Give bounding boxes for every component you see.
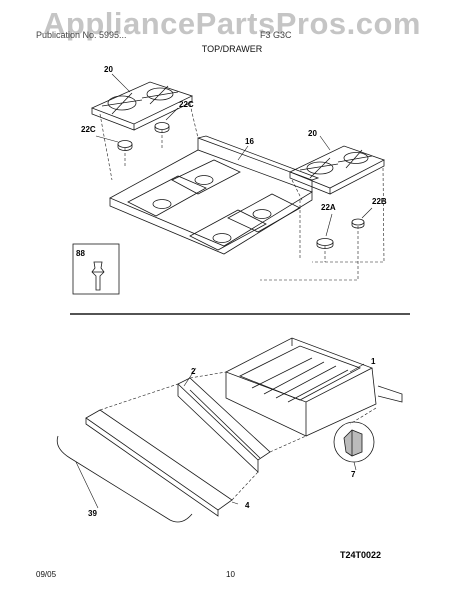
burner-grate-right[interactable] <box>289 145 386 195</box>
burner-grate-left[interactable] <box>90 81 194 131</box>
label-22a: 22A <box>321 203 336 212</box>
model-number: F3 G3C <box>260 30 292 40</box>
drawer-frame[interactable] <box>177 377 271 473</box>
label-7: 7 <box>351 470 356 479</box>
label-22c-upper: 22C <box>179 100 194 109</box>
label-39: 39 <box>88 509 97 518</box>
publication-number: Publication No. 5995... <box>36 30 127 40</box>
watermark: AppliancePartsPros.com <box>43 6 421 41</box>
rail-detail-7[interactable] <box>333 421 375 463</box>
footer-page-number: 10 <box>226 570 235 579</box>
label-1: 1 <box>371 357 376 366</box>
section-title: TOP/DRAWER <box>201 44 263 54</box>
label-88: 88 <box>76 249 85 258</box>
label-4: 4 <box>245 501 250 510</box>
drawer-panel[interactable] <box>85 409 233 517</box>
label-22b: 22B <box>372 197 387 206</box>
cooktop[interactable] <box>109 135 320 255</box>
label-20-left: 20 <box>104 65 113 74</box>
label-16: 16 <box>245 137 254 146</box>
drawing-code: T24T0022 <box>340 550 381 560</box>
inset-part-88[interactable] <box>72 243 120 295</box>
drawer-seal[interactable] <box>56 435 193 523</box>
label-2: 2 <box>191 367 196 376</box>
drawer[interactable] <box>225 337 403 437</box>
footer-date: 09/05 <box>36 570 57 579</box>
label-20-right: 20 <box>308 129 317 138</box>
label-22c-left: 22C <box>81 125 96 134</box>
